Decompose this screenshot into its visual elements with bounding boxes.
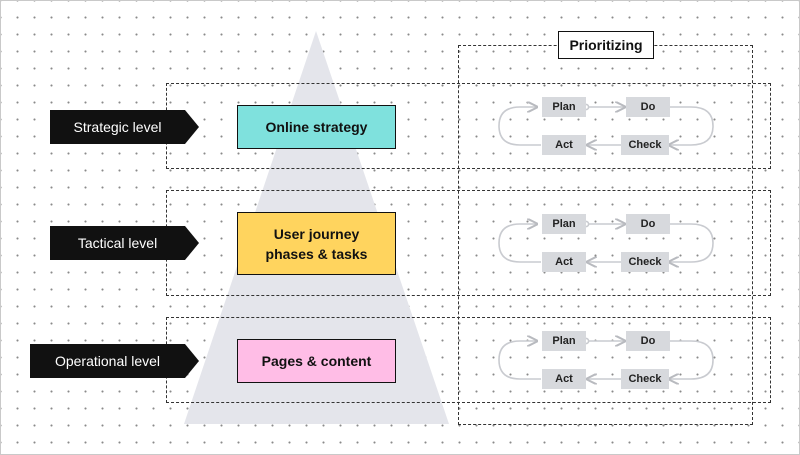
pages-content-text: Pages & content [261,353,372,369]
prioritizing-title-text: Prioritizing [569,37,643,53]
pdca-cycle-1-arrows [498,104,714,145]
pdca-3-do-label: Do [640,335,656,347]
pdca-3-check-label: Check [628,373,662,385]
pdca-1-do: Do [626,97,670,117]
pdca-1-act-label: Act [555,139,573,151]
prioritizing-title: Prioritizing [558,31,654,59]
pdca-3-plan-label: Plan [552,335,576,347]
pdca-3-act-label: Act [555,373,573,385]
pdca-1-plan-label: Plan [552,101,576,113]
tactical-level-tag: Tactical level [50,226,199,260]
user-journey-text: User journey phases & tasks [265,225,368,262]
pdca-2-do-label: Do [640,218,656,230]
online-strategy-box: Online strategy [237,105,396,149]
strategic-level-label: Strategic level [73,119,162,135]
strategic-level-tag: Strategic level [50,110,199,144]
pdca-2-check-label: Check [628,256,662,268]
tactical-level-label: Tactical level [77,235,158,251]
pdca-3-plan: Plan [542,331,586,351]
operational-level-tag: Operational level [30,344,199,378]
operational-level-label: Operational level [54,353,161,369]
pdca-3-do: Do [626,331,670,351]
pdca-3-act: Act [542,369,586,389]
online-strategy-text: Online strategy [265,119,368,135]
pdca-cycle-2-arrows [498,221,714,262]
pages-content-box: Pages & content [237,339,396,383]
pdca-3-check: Check [621,369,669,389]
pdca-1-check-label: Check [628,139,662,151]
user-journey-box: User journey phases & tasks [237,212,396,275]
pdca-2-act: Act [542,252,586,272]
pdca-2-act-label: Act [555,256,573,268]
pdca-2-do: Do [626,214,670,234]
pdca-2-plan-label: Plan [552,218,576,230]
pdca-2-check: Check [621,252,669,272]
pdca-1-plan: Plan [542,97,586,117]
pdca-1-check: Check [621,135,669,155]
pdca-cycle-3-arrows [498,338,714,379]
pdca-2-plan: Plan [542,214,586,234]
pdca-1-act: Act [542,135,586,155]
pdca-1-do-label: Do [640,101,656,113]
